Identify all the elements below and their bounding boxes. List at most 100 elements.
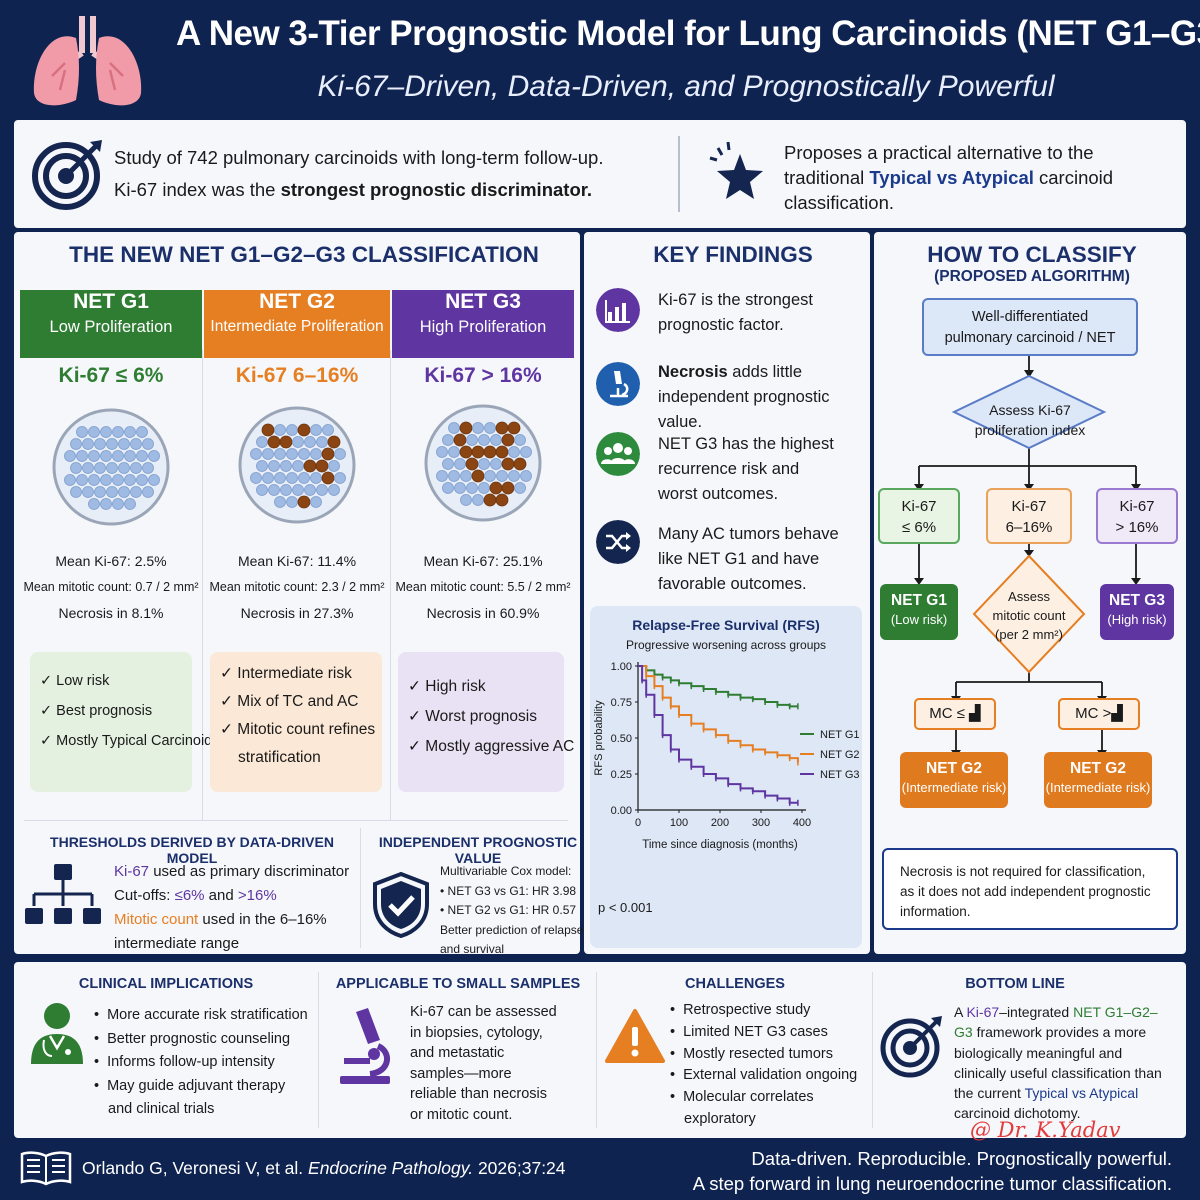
tumor-cell	[484, 470, 496, 482]
ki67-positive-cell	[321, 447, 335, 461]
tumor-cell	[124, 426, 136, 438]
tumor-cell	[454, 482, 466, 494]
tumor-cell	[478, 482, 490, 494]
tumor-cell	[136, 426, 148, 438]
header-band	[0, 0, 1200, 120]
shuffle-icon	[596, 520, 640, 564]
tumor-cell	[64, 450, 76, 462]
lungs-icon	[33, 16, 142, 106]
intro-divider	[678, 136, 680, 212]
tumor-cell	[124, 450, 136, 462]
challenges-list: Retrospective study Limited NET G3 cases…	[670, 1000, 870, 1131]
tumor-cell	[334, 472, 346, 484]
algorithm-title: HOW TO CLASSIFY	[927, 242, 1137, 267]
tumor-cell	[70, 438, 82, 450]
chart-subtitle: Progressive worsening across groups	[625, 638, 827, 652]
ki67-positive-cell	[297, 495, 311, 509]
tumor-cell	[316, 484, 328, 496]
divider	[318, 972, 319, 1128]
tumor-cell	[508, 470, 520, 482]
tumor-cell	[256, 484, 268, 496]
tumor-cell	[466, 482, 478, 494]
tumor-cell	[496, 470, 508, 482]
tumor-cell	[316, 436, 328, 448]
tumor-cell	[88, 450, 100, 462]
ki67-positive-cell	[495, 445, 509, 459]
grade-column-g1: NET G1 Low Proliferation	[20, 282, 202, 358]
target-icon	[32, 140, 102, 210]
tumor-cell	[460, 494, 472, 506]
x-tick-label: 200	[711, 817, 729, 829]
tumor-cell	[70, 462, 82, 474]
ki67-positive-cell	[483, 445, 497, 459]
legend-label: NET G2	[820, 749, 860, 761]
tumor-cell	[286, 496, 298, 508]
x-tick-label: 300	[752, 817, 770, 829]
tumor-cell	[94, 438, 106, 450]
tumor-cell	[136, 474, 148, 486]
tumor-cell	[472, 494, 484, 506]
tumor-cell	[286, 472, 298, 484]
tumor-cell	[286, 448, 298, 460]
ki67-positive-cell	[267, 435, 281, 449]
ki67-positive-cell	[495, 493, 509, 507]
independent-text: Multivariable Cox model: • NET G3 vs G1:…	[440, 864, 584, 956]
tumor-cell	[334, 448, 346, 460]
tumor-cell	[130, 438, 142, 450]
tumor-cell	[124, 474, 136, 486]
ki67-positive-cell	[459, 421, 473, 435]
ki67-threshold-g1: Ki-67 ≤ 6%	[58, 364, 164, 387]
intro-band	[14, 120, 1186, 228]
tumor-cell	[490, 434, 502, 446]
book-icon	[20, 1151, 72, 1186]
ki67-positive-cell	[501, 433, 515, 447]
ki67-positive-cell	[297, 423, 311, 437]
tumor-cell	[448, 422, 460, 434]
tumor-cell	[328, 484, 340, 496]
tumor-cell	[292, 436, 304, 448]
tumor-cell	[286, 424, 298, 436]
column-divider	[202, 350, 203, 820]
clinical-list: More accurate risk stratification Better…	[94, 1004, 314, 1122]
tumor-cell	[514, 434, 526, 446]
chart-title: Relapse-Free Survival (RFS)	[632, 617, 820, 633]
bottom-line-text: A Ki-67–integrated NET G1–G2–G3 framewor…	[954, 1004, 1162, 1122]
algorithm-connectors	[914, 356, 1141, 757]
divider	[360, 828, 361, 948]
tumor-cell	[76, 450, 88, 462]
target-icon	[880, 1016, 942, 1078]
risk-box-g2: ✓ Intermediate risk ✓ Mix of TC and AC ✓…	[210, 652, 382, 792]
tumor-cell	[100, 426, 112, 438]
tumor-cell	[100, 450, 112, 462]
intro-line-2: Ki-67 index was the strongest prognostic…	[114, 179, 593, 200]
tumor-cell	[262, 448, 274, 460]
tumor-cell	[310, 448, 322, 460]
samples-title: APPLICABLE TO SMALL SAMPLES	[335, 976, 581, 992]
tumor-cell	[124, 498, 136, 510]
tumor-cell	[148, 450, 160, 462]
algo-result-g3: NET G3(High risk)	[1100, 584, 1174, 640]
tumor-cell	[472, 422, 484, 434]
series-line-net-g1	[638, 665, 798, 708]
tumor-cell	[448, 470, 460, 482]
tumor-cell	[250, 448, 262, 460]
ki67-positive-cell	[261, 423, 275, 437]
algo-ki67-high: Ki-67> 16%	[1096, 488, 1178, 544]
tumor-cell	[448, 446, 460, 458]
star-icon	[709, 141, 763, 199]
tumor-cell	[514, 482, 526, 494]
risk-box-g3: ✓ High risk ✓ Worst prognosis ✓ Mostly a…	[398, 652, 574, 792]
grade-header-g3: NET G3 High Proliferation	[392, 290, 574, 358]
divider	[872, 972, 873, 1128]
tumor-cell	[280, 484, 292, 496]
risk-box-g1: ✓ Low risk ✓ Best prognosis ✓ Mostly Typ…	[30, 652, 220, 792]
tumor-cell	[490, 458, 502, 470]
hierarchy-icon	[25, 864, 101, 924]
tumor-cell	[88, 474, 100, 486]
grade-header-g1: NET G1 Low Proliferation	[20, 290, 202, 358]
